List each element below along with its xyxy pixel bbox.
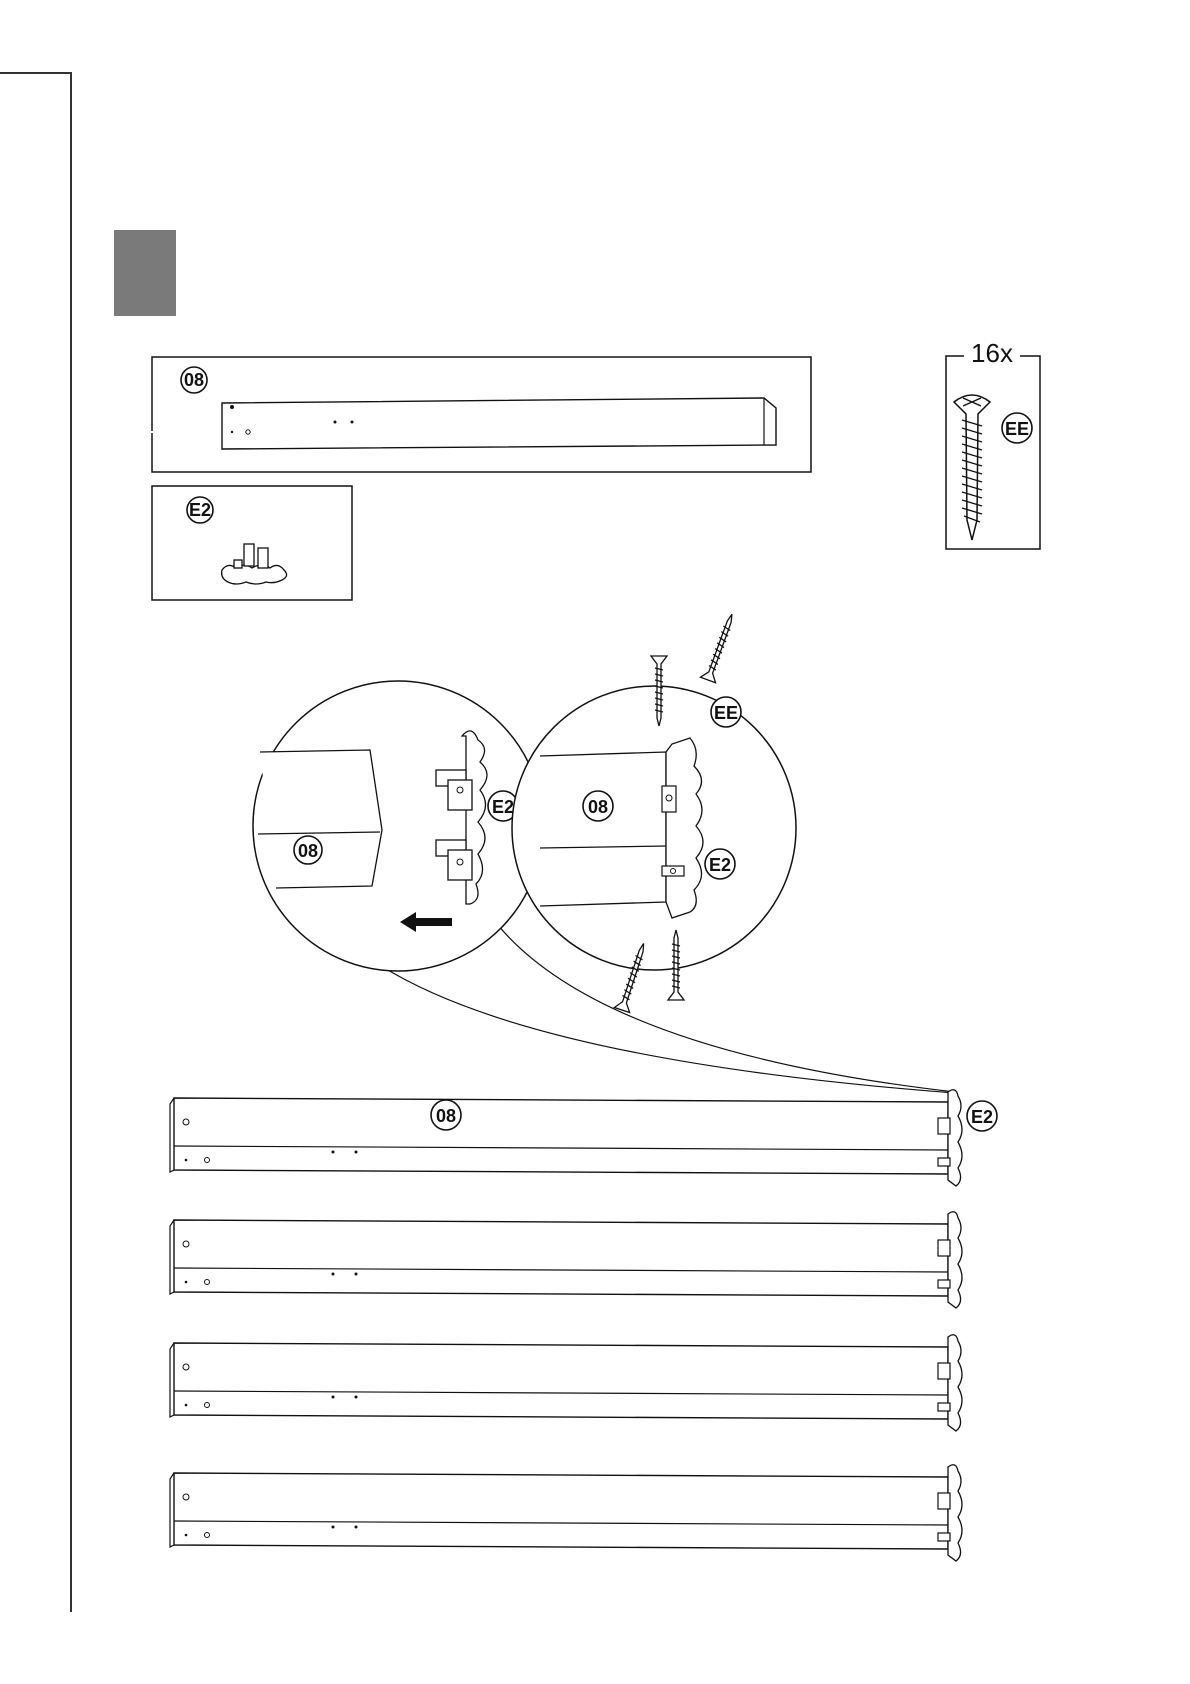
beam-stack: 08 E2 xyxy=(170,1090,997,1561)
assembled-beam xyxy=(170,1212,962,1308)
screw-illustration xyxy=(700,611,739,682)
bracket-part-illustration xyxy=(222,544,287,584)
part-box-beam: 08 xyxy=(150,357,811,472)
detail-right-beam-label: 08 xyxy=(588,797,608,817)
assembly-beam-label: 08 xyxy=(436,1106,456,1126)
detail-left-beam-label: 08 xyxy=(298,841,318,861)
detail-circle-left: 08 E2 xyxy=(253,681,543,971)
assembled-beam: 08 E2 xyxy=(170,1090,997,1186)
assembled-beam xyxy=(170,1335,962,1431)
part-label-screw: EE xyxy=(1005,419,1029,439)
assembled-beam xyxy=(170,1465,962,1561)
part-label-beam: 08 xyxy=(184,370,204,390)
screw-quantity: 16x xyxy=(971,338,1013,368)
detail-right-screw-label: EE xyxy=(714,703,738,723)
detail-left-bracket-label: E2 xyxy=(492,797,514,817)
detail-circle-right: 08 E2 EE xyxy=(512,611,796,1012)
assembly-bracket-label: E2 xyxy=(971,1107,993,1127)
screw-part-illustration xyxy=(954,395,990,540)
part-box-bracket: E2 xyxy=(152,486,352,600)
beam-part-illustration xyxy=(222,398,776,449)
detail-callout-line xyxy=(372,960,955,1093)
part-box-screw: 16x EE xyxy=(946,338,1040,549)
detail-right-bracket-label: E2 xyxy=(709,855,731,875)
part-label-bracket: E2 xyxy=(189,500,211,520)
